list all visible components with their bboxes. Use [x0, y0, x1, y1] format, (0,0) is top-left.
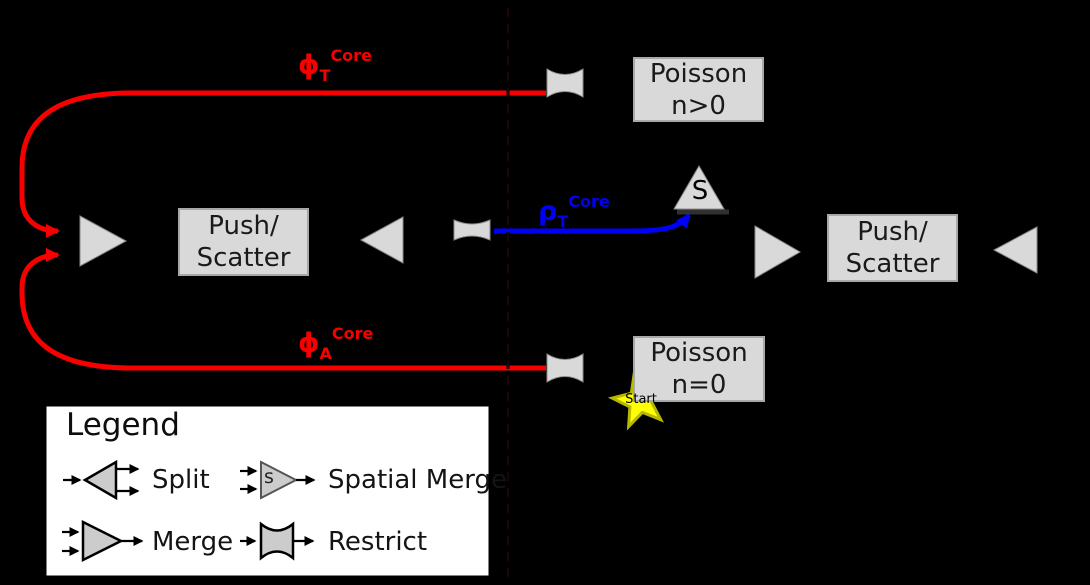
restrict-node-mid-icon — [453, 219, 491, 241]
push-scatter-left-line1: Push/ — [208, 211, 279, 241]
phi-a-core-edge — [19, 248, 546, 371]
spatial-merge-node-icon — [673, 165, 725, 210]
poisson-top-line2: n>0 — [671, 90, 726, 121]
restrict-node-bottom-icon — [546, 353, 584, 383]
push-scatter-right-box: Push/ Scatter — [827, 214, 958, 282]
merge-icon — [62, 519, 144, 563]
merge-node-left-icon — [79, 215, 128, 267]
poisson-top-line1: Poisson — [649, 58, 748, 89]
phi-t-core-label: ϕTCore — [298, 46, 372, 85]
poisson-bottom-line2: n=0 — [671, 370, 727, 400]
phi-symbol: ϕ — [298, 328, 320, 359]
legend-title: Legend — [66, 407, 180, 443]
phi-a-subscript: A — [319, 344, 332, 363]
split-node-left-icon — [359, 216, 404, 264]
restrict-node-top-icon — [546, 68, 584, 98]
phi-a-core-label: ϕACore — [298, 324, 373, 363]
spatial-merge-node-letter: S — [691, 176, 709, 206]
push-scatter-left-line2: Scatter — [196, 243, 291, 273]
poisson-n-eq-0-box: Poisson n=0 — [633, 336, 765, 402]
push-scatter-right-line1: Push/ — [857, 217, 928, 247]
split-icon — [63, 459, 140, 501]
split-node-right-icon — [992, 226, 1038, 274]
start-label: Start — [625, 392, 657, 407]
spatial-merge-icon-letter: s — [264, 466, 274, 488]
rho-t-core-edge — [494, 213, 691, 234]
rho-symbol: ρ — [538, 196, 558, 227]
legend-label-restrict: Restrict — [328, 527, 428, 557]
push-scatter-right-line2: Scatter — [845, 249, 940, 279]
poisson-n-gt-0-box: Poisson n>0 — [633, 57, 764, 122]
push-scatter-left-box: Push/ Scatter — [178, 208, 309, 276]
rho-t-subscript: T — [557, 212, 569, 231]
rho-t-core-label: ρTCore — [538, 192, 610, 231]
phi-a-superscript: Core — [331, 324, 374, 343]
legend-label-spatial-merge: Spatial Merge — [328, 465, 507, 495]
poisson-bottom-line1: Poisson — [650, 338, 748, 368]
phi-t-core-edge — [19, 90, 546, 238]
phi-t-superscript: Core — [330, 46, 372, 65]
merge-node-right-icon — [754, 225, 801, 279]
spatial-merge-icon — [240, 460, 316, 500]
phi-t-subscript: T — [319, 66, 331, 85]
phi-symbol: ϕ — [298, 50, 320, 81]
legend-label-merge: Merge — [152, 527, 234, 557]
legend-label-split: Split — [152, 465, 210, 495]
restrict-icon — [240, 521, 315, 561]
rho-t-superscript: Core — [568, 192, 610, 211]
